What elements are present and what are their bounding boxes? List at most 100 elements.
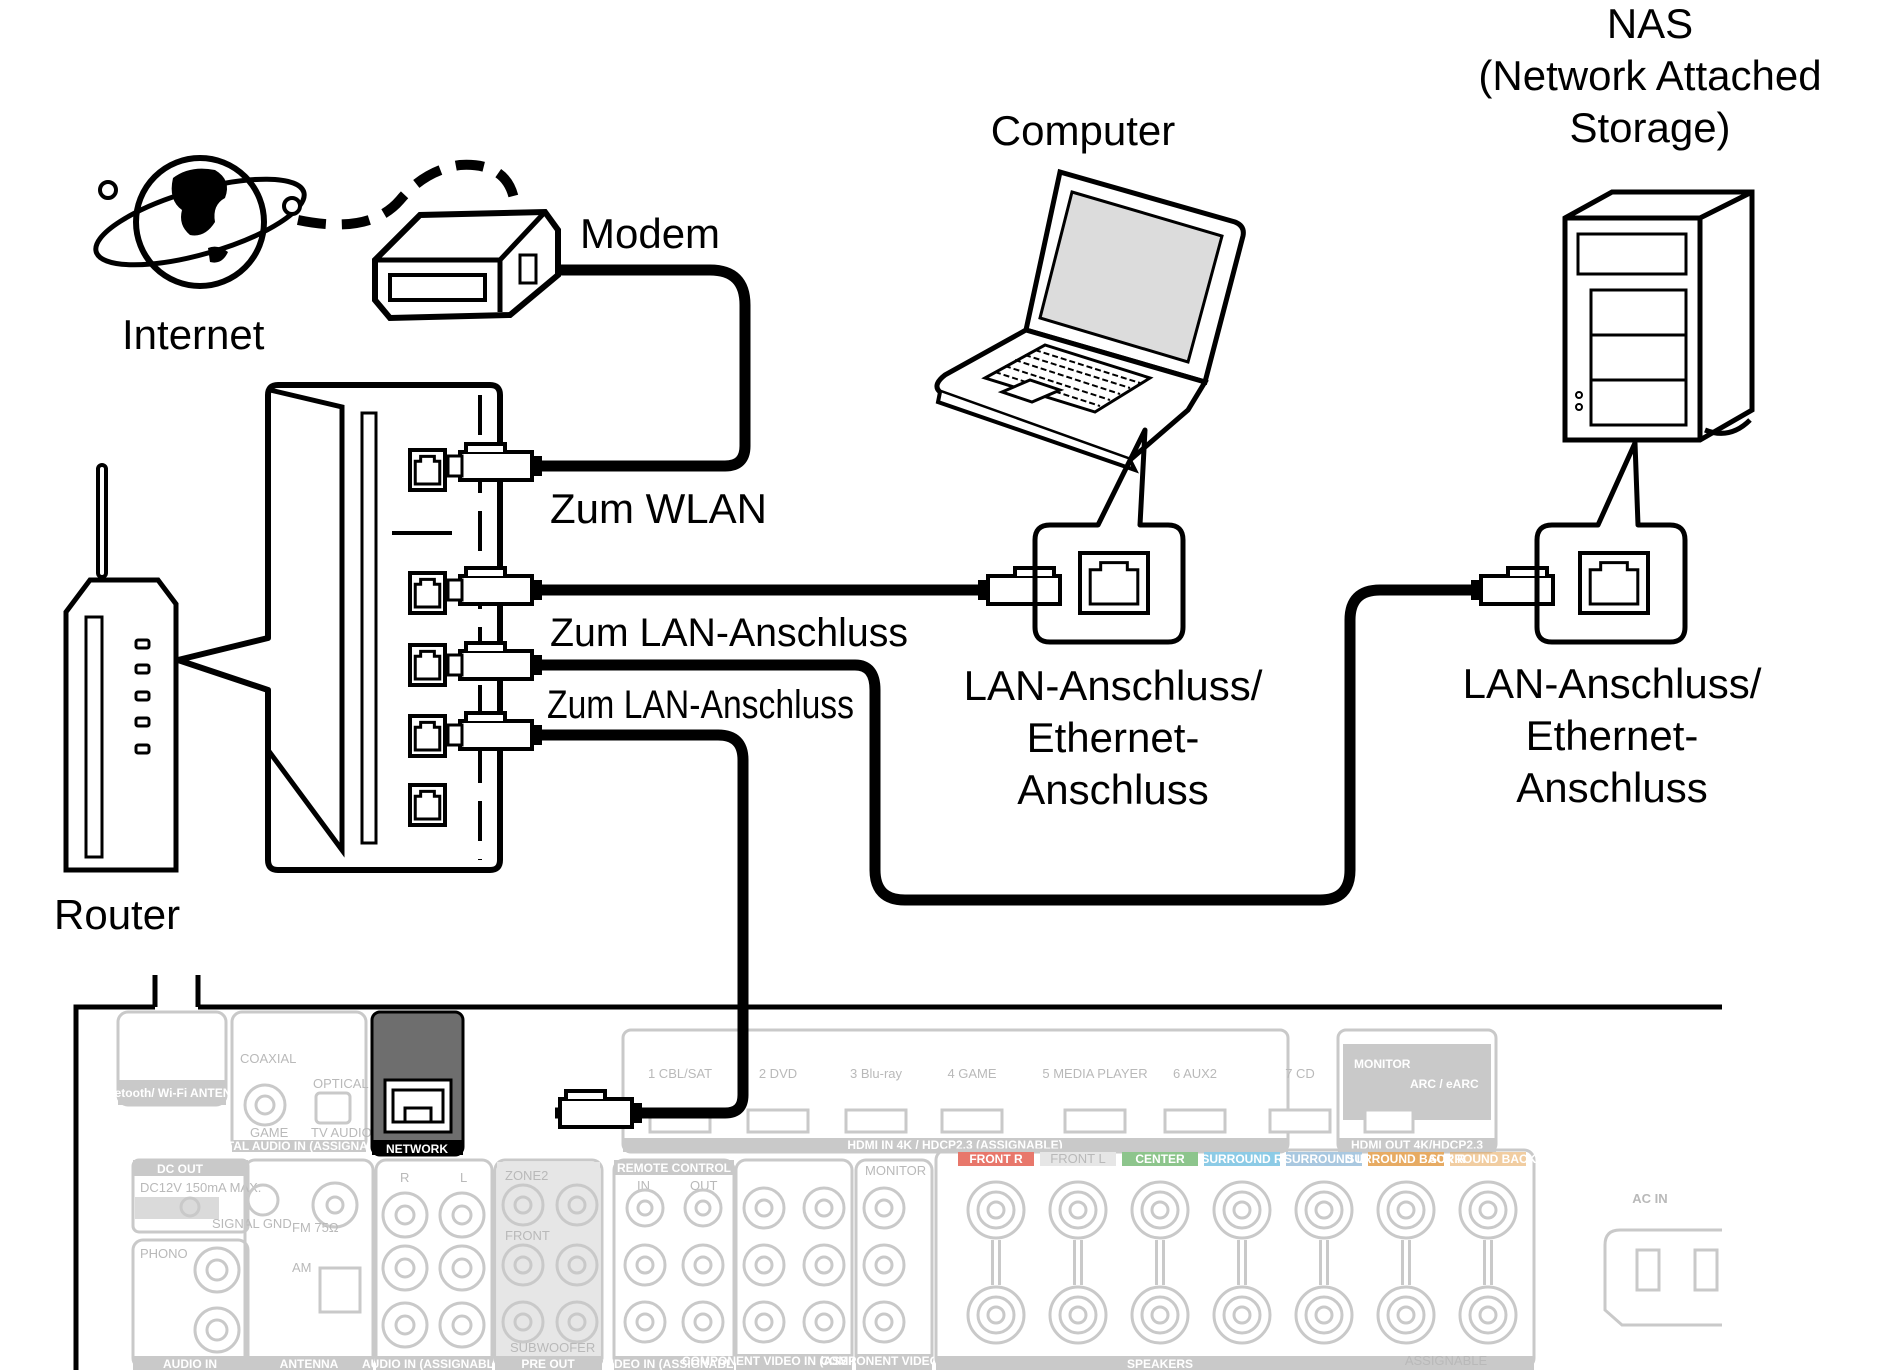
nas-label-3: Storage) xyxy=(1569,104,1730,151)
svg-text:MONITOR: MONITOR xyxy=(865,1163,926,1178)
pre-out-label: PRE OUT xyxy=(521,1357,575,1370)
hdmi-input-label: 5 MEDIA PLAYER xyxy=(1042,1066,1147,1081)
ethernet-plug-icon xyxy=(446,711,542,751)
phono-block: PHONO AUDIO IN xyxy=(131,1238,250,1370)
audio-in-assignable-label: AUDIO IN (ASSIGNABLE) xyxy=(362,1357,506,1370)
signal-gnd-label: SIGNAL GND xyxy=(212,1216,292,1231)
sb-r-tag: SURROUND BACK R xyxy=(1346,1152,1466,1166)
speaker-terminal-pair xyxy=(1458,1180,1518,1345)
nas-port-label-1: LAN-Anschluss/ xyxy=(1463,660,1762,707)
speaker-terminal-pair xyxy=(1376,1180,1436,1345)
dc-out-block: DC OUT DC12V 150mA MAX. SIGNAL GND xyxy=(131,1158,292,1234)
pre-out-block: ZONE2 FRONT SUBWOOFER PRE OUT xyxy=(493,1158,604,1370)
zum-lan-label-1: Zum LAN-Anschluss xyxy=(550,611,908,655)
ethernet-plug-icon xyxy=(558,1089,642,1129)
zum-lan-label-2: Zum LAN-Anschluss xyxy=(547,683,854,727)
modem-icon xyxy=(372,208,561,322)
component-out-label: COMPONENT VIDEO OUT xyxy=(820,1354,968,1368)
fm-label: FM 75Ω xyxy=(292,1220,339,1235)
computer-lan-port xyxy=(1078,551,1150,615)
receiver-rear-panel: Bluetooth/ Wi-Fi ANTENNA COAXIAL OPTICAL… xyxy=(73,975,1722,1370)
ac-in-block: AC IN xyxy=(1603,1191,1722,1327)
svg-text:R: R xyxy=(400,1170,409,1185)
hdmi-input-label: 6 AUX2 xyxy=(1173,1066,1217,1081)
hdmi-input-label: 7 CD xyxy=(1285,1066,1315,1081)
speaker-terminal-pair xyxy=(1294,1180,1354,1345)
front-label: FRONT xyxy=(505,1228,550,1243)
component-out-block: MONITOR COMPONENT VIDEO OUT xyxy=(820,1158,968,1370)
router-lan-port-icon xyxy=(408,643,447,687)
antenna-block: FM 75Ω AM ANTENNA xyxy=(243,1158,375,1370)
surround-l-tag: SURROUND L xyxy=(1284,1152,1364,1166)
bt-antenna-label: Bluetooth/ Wi-Fi ANTENNA xyxy=(95,1086,249,1100)
nas-lan-port-callout xyxy=(1534,440,1688,645)
zum-wlan-label: Zum WLAN xyxy=(550,485,767,532)
hdmi-input-list: 1 CBL/SAT 2 DVD 3 Blu-ray 4 GAME 5 MEDIA PLA… xyxy=(648,1066,1332,1134)
digital-audio-in-block: COAXIAL OPTICAL GAME TV AUDIO DIGITAL AU… xyxy=(202,1010,396,1153)
phono-label: PHONO xyxy=(140,1246,188,1261)
hdmi-input-6: 6 AUX2 xyxy=(1163,1066,1227,1134)
optical-label: OPTICAL xyxy=(313,1076,369,1091)
hdmi-in-block: HDMI IN 4K / HDCP2.3 (ASSIGNABLE) xyxy=(621,1028,1290,1154)
hdmi-input-5: 5 MEDIA PLAYER xyxy=(1042,1066,1148,1134)
remote-out-label: OUT xyxy=(690,1178,718,1193)
ethernet-plug-icon xyxy=(446,566,542,606)
remote-control-label: REMOTE CONTROL xyxy=(617,1161,731,1175)
ac-in-label: AC IN xyxy=(1632,1191,1667,1206)
digital-audio-in-label: DIGITAL AUDIO IN (ASSIGNABLE) xyxy=(202,1139,396,1153)
ethernet-plug-list xyxy=(446,442,1555,1129)
ethernet-plug-icon xyxy=(446,442,542,482)
am-label: AM xyxy=(292,1260,312,1275)
router-label: Router xyxy=(54,891,180,938)
surround-r-tag: SURROUND R xyxy=(1201,1152,1283,1166)
network-label: NETWORK xyxy=(386,1142,448,1156)
assignable-label: ASSIGNABLE xyxy=(1405,1353,1488,1368)
speakers-label: SPEAKERS xyxy=(1127,1357,1193,1370)
speaker-terminal-pair xyxy=(1048,1180,1108,1345)
nas-tower-icon xyxy=(1562,189,1755,443)
internet-link-dashed xyxy=(296,159,520,230)
nas-label-2: (Network Attached xyxy=(1478,52,1821,99)
front-r-tag: FRONT R xyxy=(969,1152,1023,1166)
hdmi-input-3: 3 Blu-ray xyxy=(844,1066,908,1134)
audio-in-label: AUDIO IN xyxy=(163,1357,217,1370)
hdmi-input-2: 2 DVD xyxy=(746,1066,810,1134)
audio-in-assignable-block: R L AUDIO IN (ASSIGNABLE) xyxy=(362,1158,506,1370)
pc-port-label-2: Ethernet- xyxy=(1027,714,1200,761)
pc-port-label-3: Anschluss xyxy=(1017,766,1208,813)
nas-port-label-2: Ethernet- xyxy=(1526,712,1699,759)
subwoofer-label: SUBWOOFER xyxy=(510,1340,595,1355)
hdmi-out-block: MONITOR ARC / eARC HDMI OUT 4K/HDCP2.3 xyxy=(1336,1028,1498,1154)
hdmi-input-label: 1 CBL/SAT xyxy=(648,1066,712,1081)
component-in-label: COMPONENT VIDEO IN (ASSIGNABLE) xyxy=(682,1354,906,1368)
tv-audio-label: TV AUDIO xyxy=(311,1125,372,1140)
modem-label: Modem xyxy=(580,210,720,257)
hdmi-input-label: 2 DVD xyxy=(759,1066,797,1081)
dc-spec-label: DC12V 150mA MAX. xyxy=(140,1180,261,1195)
internet-label: Internet xyxy=(122,311,265,358)
hdmi-input-7: 7 CD xyxy=(1268,1066,1332,1134)
computer-lan-port-callout xyxy=(1032,427,1186,645)
arc-label: ARC / eARC xyxy=(1410,1077,1479,1091)
router-icon xyxy=(63,463,179,873)
hdmi-input-label: 4 GAME xyxy=(947,1066,996,1081)
front-l-tag: FRONT L xyxy=(1050,1151,1105,1166)
speaker-terminal-pair xyxy=(1130,1180,1190,1345)
svg-text:L: L xyxy=(460,1170,467,1185)
coaxial-label: COAXIAL xyxy=(240,1051,296,1066)
router-port-list xyxy=(408,448,447,827)
remote-video-block: REMOTE CONTROL IN OUT VIDEO IN (ASSIGNAB… xyxy=(603,1158,745,1370)
router-lan-port-icon xyxy=(408,783,447,827)
hdmi-input-label: 3 Blu-ray xyxy=(850,1066,903,1081)
ethernet-plug-icon xyxy=(446,641,542,681)
computer-label: Computer xyxy=(991,107,1175,154)
network-port-block[interactable]: NETWORK xyxy=(370,1010,465,1157)
speaker-terminal-list xyxy=(966,1180,1518,1345)
router-lan-port-icon xyxy=(408,714,447,758)
router-lan-port-icon xyxy=(408,571,447,615)
center-tag: CENTER xyxy=(1135,1152,1185,1166)
hdmi-input-4: 4 GAME xyxy=(940,1066,1004,1134)
nas-lan-port xyxy=(1578,551,1650,615)
speaker-terminal-pair xyxy=(966,1180,1026,1345)
